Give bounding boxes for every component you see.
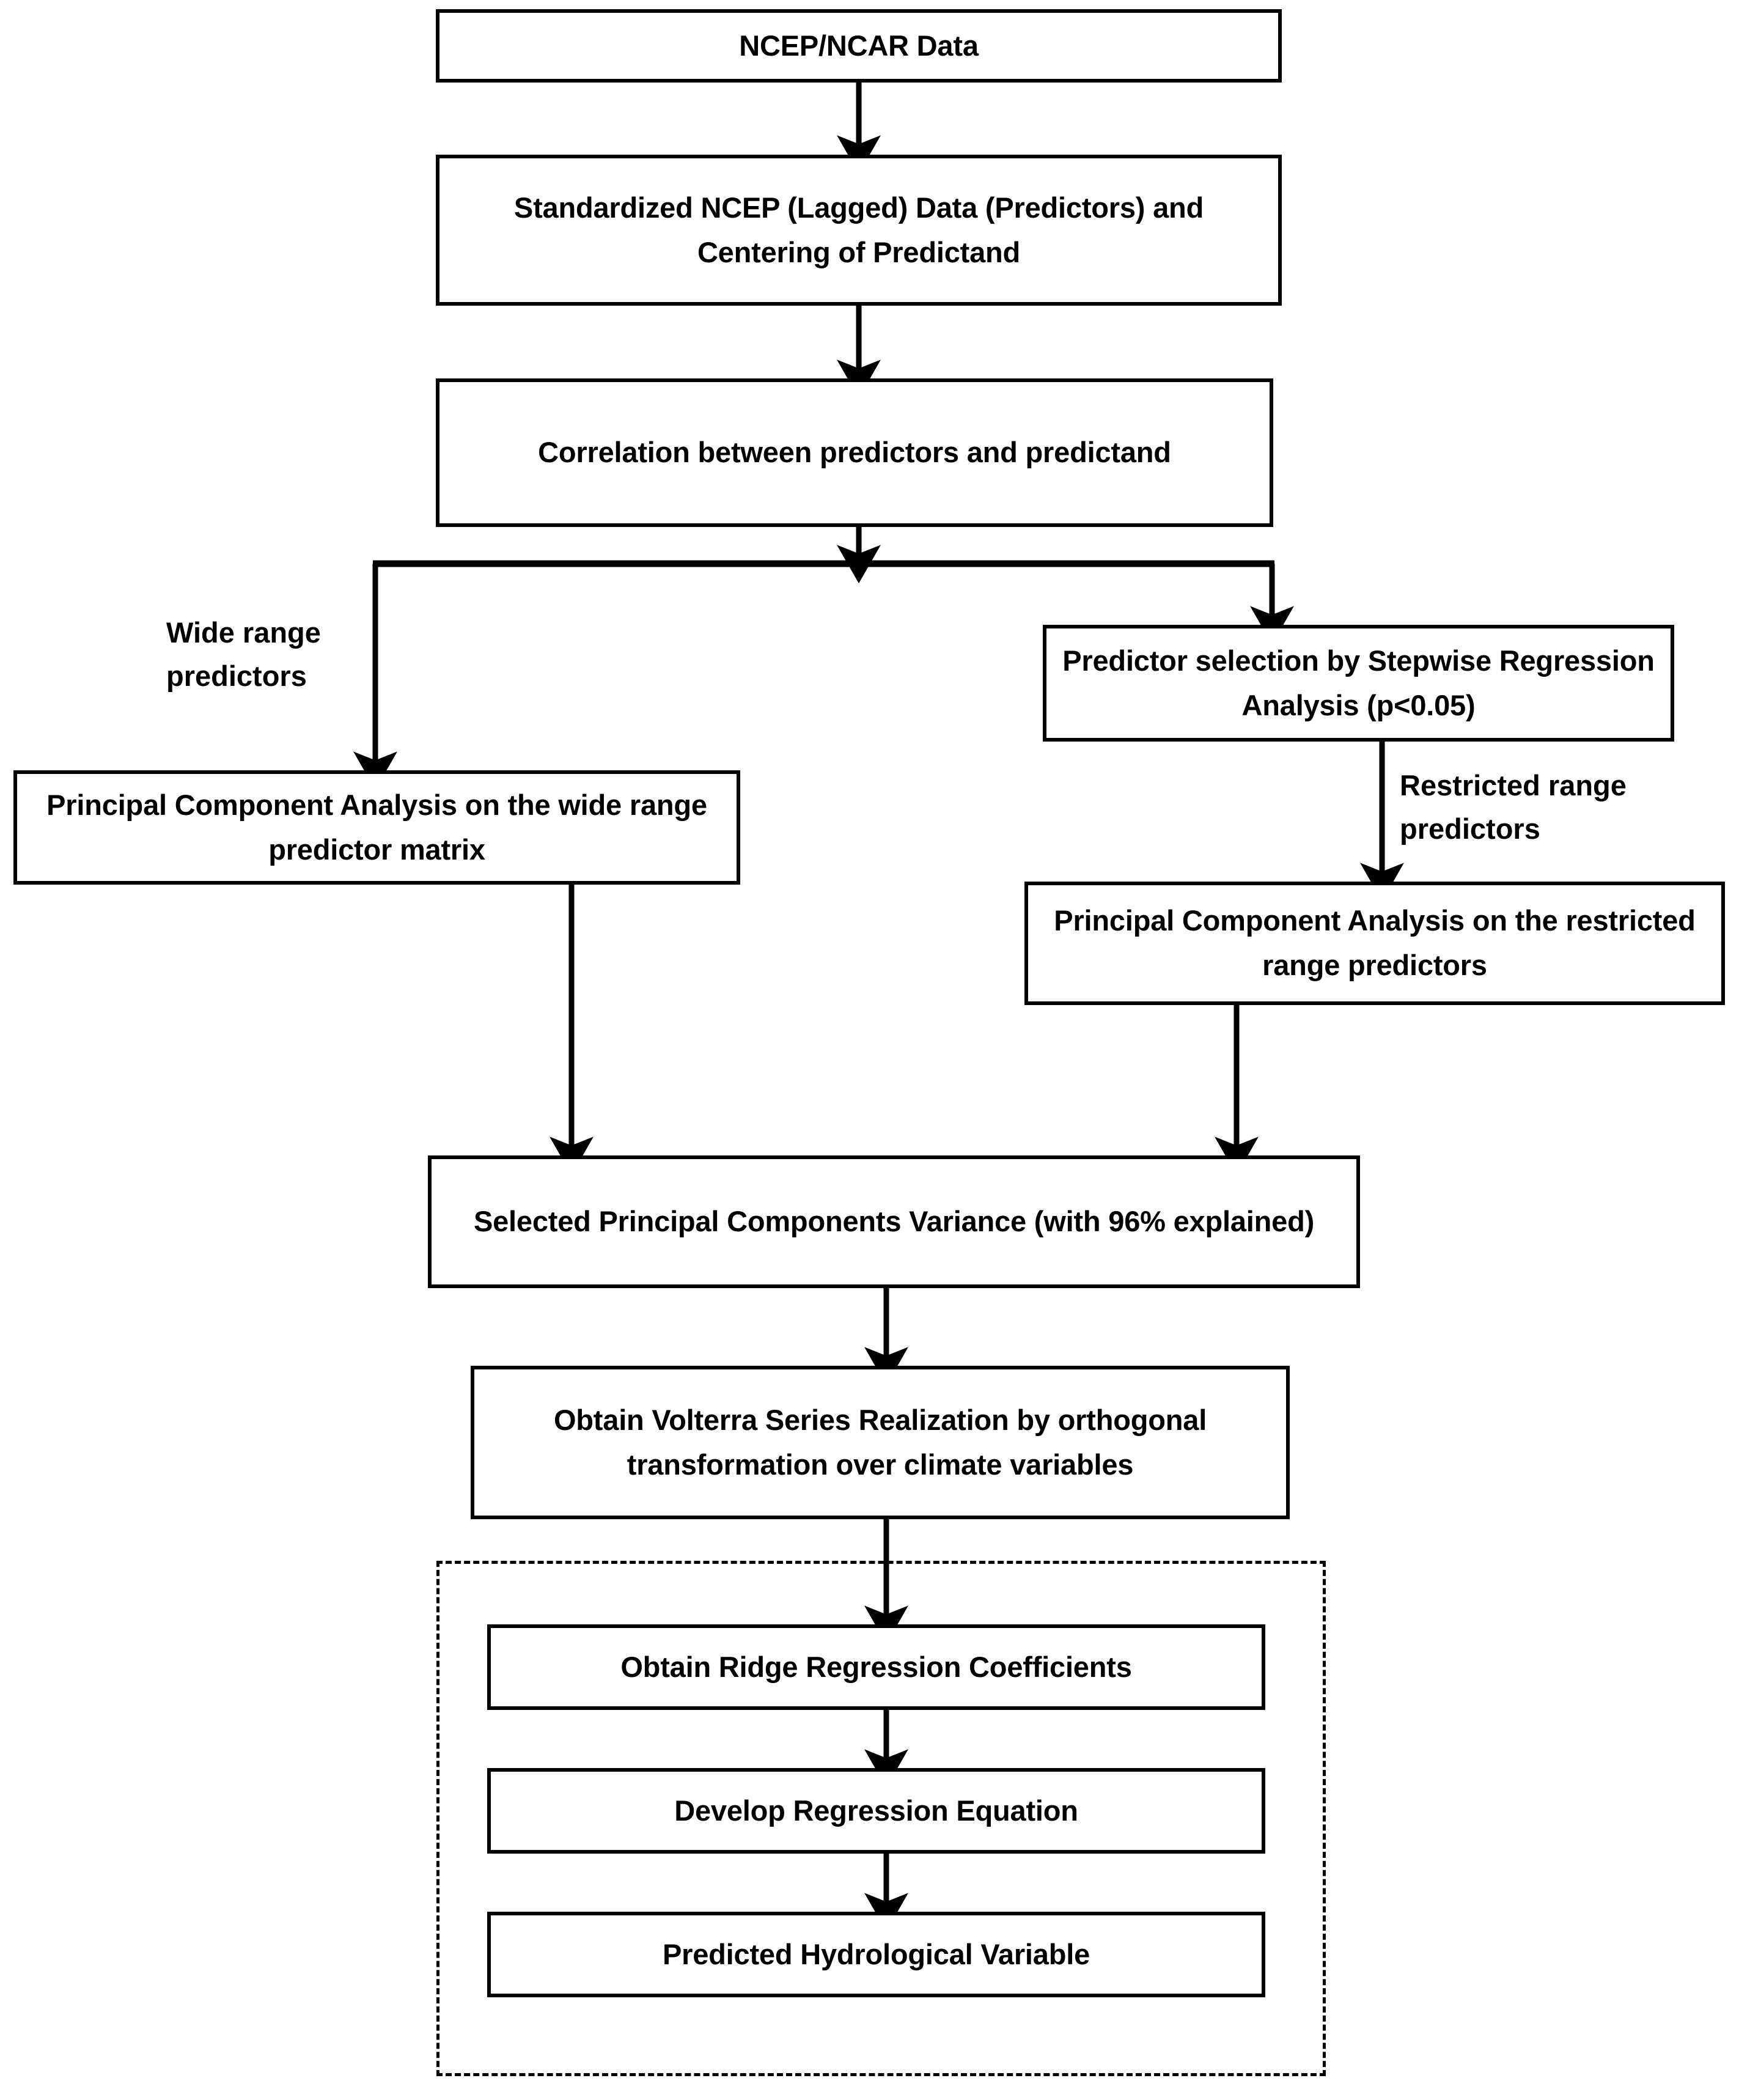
node-ridge-regression-coefficients: Obtain Ridge Regression Coefficients bbox=[487, 1624, 1265, 1710]
node-label: Principal Component Analysis on the rest… bbox=[1054, 904, 1696, 981]
node-label: NCEP/NCAR Data bbox=[739, 29, 979, 62]
node-label: Correlation between predictors and predi… bbox=[538, 436, 1171, 469]
edge-label-wide-range-predictors: Wide range predictors bbox=[166, 616, 321, 692]
node-selected-principal-components: Selected Principal Components Variance (… bbox=[428, 1155, 1360, 1288]
node-label: Develop Regression Equation bbox=[674, 1794, 1078, 1827]
node-label: Standardized NCEP (Lagged) Data (Predict… bbox=[513, 191, 1204, 268]
node-correlation-predictors-predictand: Correlation between predictors and predi… bbox=[436, 378, 1273, 527]
node-pca-restricted-range: Principal Component Analysis on the rest… bbox=[1024, 882, 1725, 1005]
node-predicted-hydrological-variable: Predicted Hydrological Variable bbox=[487, 1912, 1265, 1997]
node-label: Selected Principal Components Variance (… bbox=[473, 1205, 1315, 1238]
node-stepwise-regression-selection: Predictor selection by Stepwise Regressi… bbox=[1043, 625, 1674, 742]
edge-label-restricted-range-predictors: Restricted range predictors bbox=[1400, 769, 1627, 845]
node-pca-wide-range: Principal Component Analysis on the wide… bbox=[13, 770, 740, 885]
node-develop-regression-equation: Develop Regression Equation bbox=[487, 1768, 1265, 1854]
model-development-group bbox=[436, 1561, 1326, 2076]
node-label: Predictor selection by Stepwise Regressi… bbox=[1062, 644, 1655, 721]
node-ncep-ncar-data: NCEP/NCAR Data bbox=[436, 9, 1282, 83]
node-label: Principal Component Analysis on the wide… bbox=[46, 788, 707, 866]
node-label: Obtain Ridge Regression Coefficients bbox=[620, 1650, 1132, 1683]
node-label: Obtain Volterra Series Realization by or… bbox=[553, 1403, 1207, 1481]
node-standardized-ncep-data: Standardized NCEP (Lagged) Data (Predict… bbox=[436, 155, 1282, 306]
node-volterra-series-realization: Obtain Volterra Series Realization by or… bbox=[471, 1366, 1290, 1519]
node-label: Predicted Hydrological Variable bbox=[662, 1937, 1090, 1970]
